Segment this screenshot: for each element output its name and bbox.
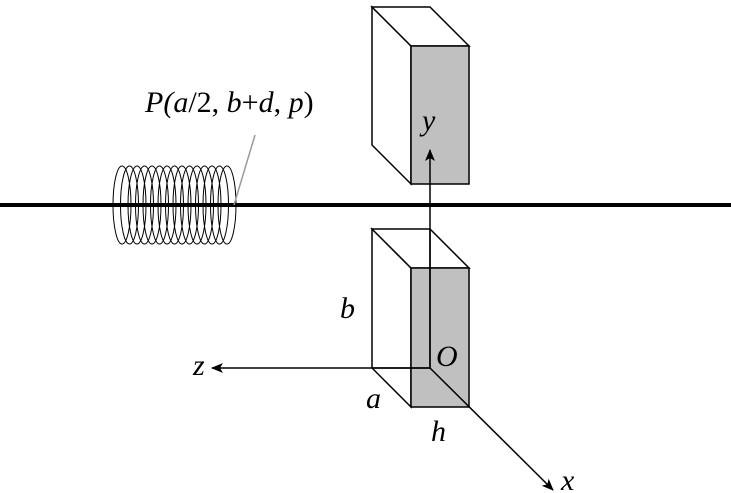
coil-loop	[135, 165, 154, 245]
coil-loop	[165, 165, 184, 245]
coil-loop	[172, 165, 192, 245]
y-axis-label: y	[419, 104, 436, 137]
coil-loop	[150, 165, 169, 245]
coil-loop	[112, 165, 132, 245]
lower-block	[370, 227, 471, 409]
coil-loop	[142, 165, 162, 245]
dimension-a-label: a	[366, 382, 381, 415]
coil-loop	[187, 165, 207, 245]
origin-label: O	[436, 340, 458, 373]
dimension-b-label: b	[340, 292, 355, 325]
coil-loop	[210, 165, 229, 245]
lower-block-front-face	[410, 267, 470, 408]
upper-block	[370, 5, 471, 186]
x-axis	[429, 367, 554, 491]
coil-loop	[195, 165, 214, 245]
coil-loop	[127, 165, 147, 245]
coil-loop	[157, 165, 177, 245]
coil-loop	[180, 165, 199, 245]
dimension-h-label: h	[431, 415, 446, 448]
z-axis-label: z	[192, 349, 205, 382]
upper-block-front-face	[410, 45, 470, 185]
point-leader-line	[233, 134, 256, 206]
point-label: P(a/2, b+d, p)	[144, 86, 314, 119]
coil-loop	[217, 165, 237, 245]
coil-loop	[120, 165, 139, 245]
x-axis-label: x	[560, 464, 575, 493]
coil-loop	[202, 165, 222, 245]
helix-coil	[112, 165, 237, 245]
